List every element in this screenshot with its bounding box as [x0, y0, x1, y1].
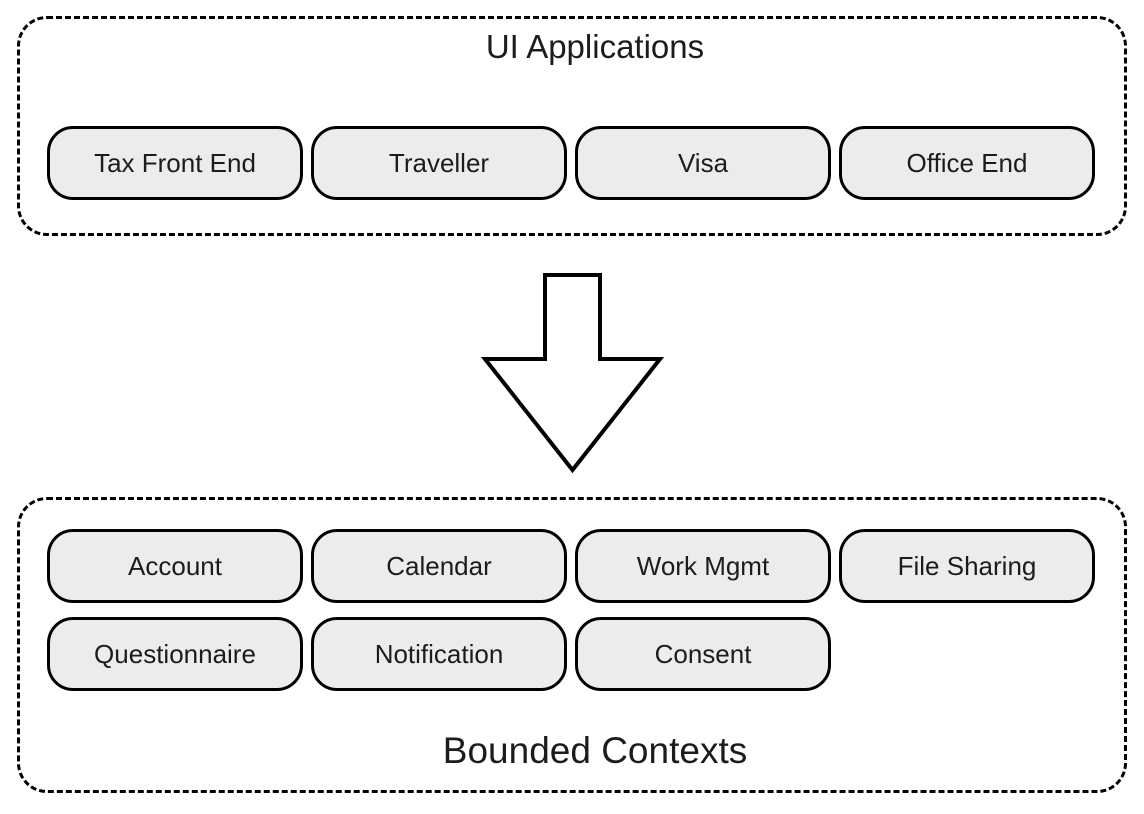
pill-tax-front-end: Tax Front End	[47, 126, 303, 200]
ui-applications-pill-row: Tax Front End Traveller Visa Office End	[47, 126, 1095, 200]
ui-applications-title: UI Applications	[485, 28, 705, 65]
bounded-contexts-pill-row-2: Questionnaire Notification Consent	[47, 617, 831, 691]
pill-account: Account	[47, 529, 303, 603]
pill-questionnaire: Questionnaire	[47, 617, 303, 691]
down-arrow-icon	[480, 271, 665, 477]
bounded-contexts-group: Account Calendar Work Mgmt File Sharing …	[17, 497, 1127, 793]
pill-traveller: Traveller	[311, 126, 567, 200]
bounded-contexts-pill-row-1: Account Calendar Work Mgmt File Sharing	[47, 529, 1095, 603]
pill-office-end: Office End	[839, 126, 1095, 200]
bounded-contexts-title: Bounded Contexts	[442, 730, 748, 771]
pill-work-mgmt: Work Mgmt	[575, 529, 831, 603]
pill-consent: Consent	[575, 617, 831, 691]
ui-applications-group: UI Applications Tax Front End Traveller …	[17, 16, 1127, 236]
pill-calendar: Calendar	[311, 529, 567, 603]
pill-file-sharing: File Sharing	[839, 529, 1095, 603]
pill-visa: Visa	[575, 126, 831, 200]
pill-notification: Notification	[311, 617, 567, 691]
